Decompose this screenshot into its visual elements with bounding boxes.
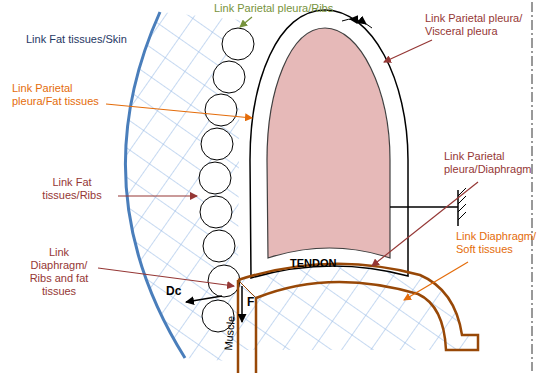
leader-line [106, 104, 252, 118]
fixed-support [458, 188, 466, 226]
parietal-pleura [250, 10, 408, 278]
displacement-arrow [186, 296, 222, 302]
diaphragm [238, 264, 478, 373]
force-arrow [241, 286, 243, 322]
leader-line [404, 262, 468, 300]
tissue-link-label: Link Fat tissues/Skin [26, 33, 176, 46]
leader-line [98, 268, 234, 286]
leader-line [240, 17, 252, 27]
sliding-arrow [350, 19, 372, 28]
tissue-link-label: Link Diaphragm/ Soft tissues [456, 230, 554, 256]
tissue-link-label: Link Diaphragm/ Ribs and fat tissues [20, 246, 98, 298]
skin [125, 12, 185, 358]
symmetry-axis [532, 2, 533, 371]
tissue-link-label: Link Parietal pleura/Ribs [214, 2, 364, 15]
tissue-link-label: Link Parietal pleura/ Visceral pleura [425, 12, 541, 38]
lung [267, 28, 390, 258]
tissue-link-label: Link Parietal pleura/Diaphragm [444, 150, 556, 176]
leader-line [118, 195, 197, 196]
tissue-link-label: Link Fat tissues/Ribs [24, 176, 120, 202]
displacement-label: Dc [166, 285, 181, 298]
tendon-label: TENDON [290, 257, 336, 270]
leader-line [384, 40, 432, 62]
tissue-link-label: Link Parietal pleura/Fat tissues [12, 82, 116, 108]
force-label: F [247, 296, 254, 309]
diaphragm-muscle [237, 280, 240, 373]
ribs [199, 28, 254, 332]
